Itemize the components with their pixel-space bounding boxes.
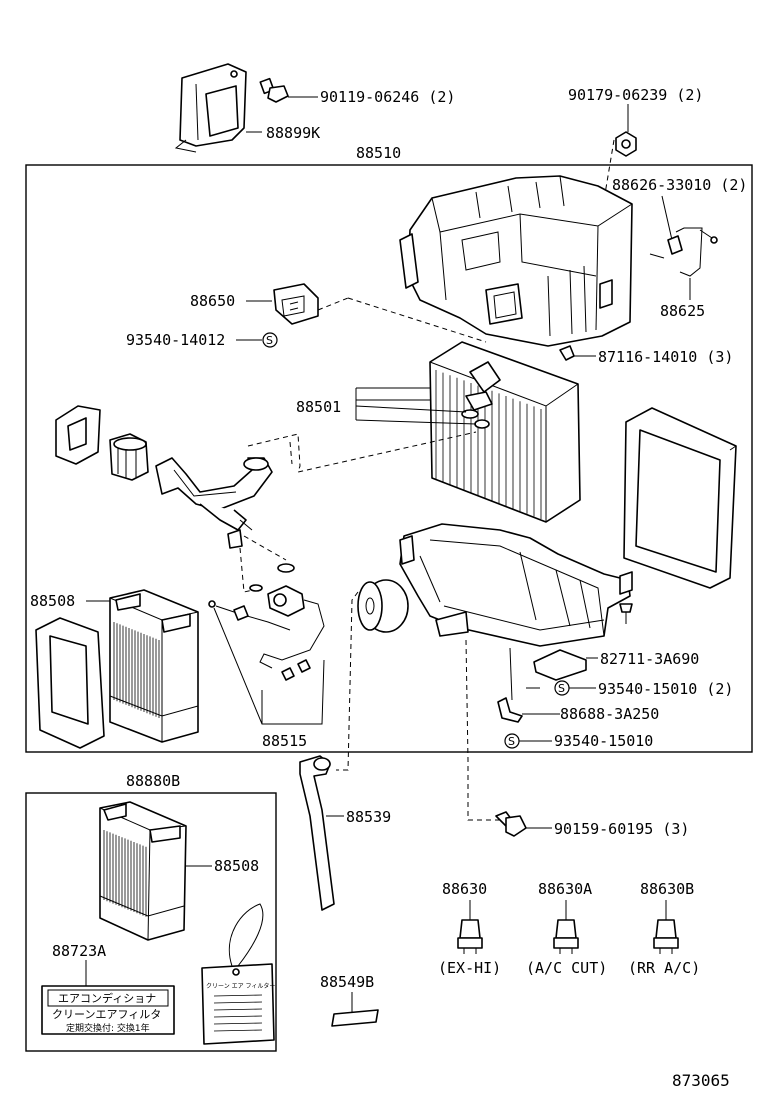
screw-callout-s-15010: S bbox=[508, 735, 515, 748]
expansion-valve-88515-illustration bbox=[208, 585, 325, 681]
filter-set-box bbox=[25, 792, 277, 1052]
seal-pad-illustration bbox=[55, 405, 101, 465]
evaporator-88501-illustration bbox=[429, 341, 581, 523]
part-number-90179: 90179-06239 (2) bbox=[568, 86, 703, 104]
label-card-illustration bbox=[41, 985, 175, 1035]
bracket-88688-illustration bbox=[497, 697, 523, 723]
label-card-line3: 定期交換付: 交換1年 bbox=[66, 1022, 150, 1034]
part-number-88880b: 88880B bbox=[126, 772, 180, 790]
tag-lines-hatch bbox=[213, 1008, 263, 1011]
switch-88630a-illustration bbox=[553, 900, 579, 954]
switch-88630b-illustration bbox=[653, 900, 679, 954]
part-number-88508-a: 88508 bbox=[30, 592, 75, 610]
part-number-88626: 88626-33010 (2) bbox=[612, 176, 747, 194]
switch-88630-note: (EX-HI) bbox=[438, 959, 501, 977]
label-88549b-illustration bbox=[331, 1009, 379, 1027]
part-number-88501: 88501 bbox=[296, 398, 341, 416]
part-number-88899k: 88899K bbox=[266, 124, 320, 142]
tag-lines-hatch bbox=[213, 994, 263, 997]
filter-frame-illustration bbox=[35, 617, 105, 749]
nut-90179-illustration bbox=[615, 131, 637, 157]
sensor-clamp-illustration bbox=[649, 235, 683, 259]
tag-lines-hatch bbox=[213, 1022, 263, 1025]
drain-hose-88539-illustration bbox=[299, 755, 335, 911]
screw-right-illustration bbox=[619, 603, 633, 624]
filter-88508-b-illustration bbox=[99, 801, 187, 941]
part-number-88688: 88688-3A250 bbox=[560, 705, 659, 723]
bolt-90159-illustration bbox=[495, 811, 527, 837]
label-card-line1: エアコンディショナ bbox=[58, 991, 156, 1005]
screw-callout-s-15010-2: S bbox=[558, 682, 565, 695]
part-number-88625: 88625 bbox=[660, 302, 705, 320]
unit-assembly-box bbox=[25, 164, 753, 753]
part-number-88539: 88539 bbox=[346, 808, 391, 826]
label-card-line2: クリーンエアフィルタ bbox=[52, 1008, 161, 1021]
diagram-number: 873065 bbox=[672, 1071, 730, 1090]
bolt-90119-illustration bbox=[259, 77, 318, 103]
tag-lines-hatch bbox=[213, 1015, 263, 1018]
refrigerant-pipe-illustration bbox=[155, 457, 273, 549]
screw-callout-14012 bbox=[262, 332, 278, 348]
part-number-88515: 88515 bbox=[262, 732, 307, 750]
part-number-93540-14012: 93540-14012 bbox=[126, 331, 225, 349]
switch-88630a-note: (A/C CUT) bbox=[526, 959, 607, 977]
part-number-93540-15010: 93540-15010 bbox=[554, 732, 653, 750]
lower-case-illustration bbox=[399, 523, 633, 647]
tag-card-title: クリーン エア フィルター bbox=[206, 982, 275, 990]
sensor-wire-88625-illustration bbox=[675, 227, 718, 277]
part-number-88723a: 88723A bbox=[52, 942, 106, 960]
switch-88630-illustration bbox=[457, 900, 483, 954]
grommet-illustration bbox=[109, 433, 149, 481]
screw-callout-s-14012: S bbox=[266, 334, 273, 347]
upper-case-illustration bbox=[399, 175, 633, 347]
bracket-88899k-illustration bbox=[174, 63, 247, 153]
part-number-90119: 90119-06246 (2) bbox=[320, 88, 455, 106]
part-number-90159: 90159-60195 (3) bbox=[554, 820, 689, 838]
plate-82711-illustration bbox=[533, 649, 587, 681]
part-number-82711: 82711-3A690 bbox=[600, 650, 699, 668]
part-number-87116: 87116-14010 (3) bbox=[598, 348, 733, 366]
clip-87116-illustration bbox=[559, 345, 575, 361]
part-number-93540-15010-2: 93540-15010 (2) bbox=[598, 680, 733, 698]
part-number-88630: 88630 bbox=[442, 880, 487, 898]
relay-88650-illustration bbox=[273, 283, 319, 325]
part-number-88630a: 88630A bbox=[538, 880, 592, 898]
part-number-88510: 88510 bbox=[356, 144, 401, 162]
blower-illustration bbox=[357, 579, 409, 633]
part-number-88650: 88650 bbox=[190, 292, 235, 310]
seal-frame-illustration bbox=[623, 407, 737, 589]
part-number-88549b: 88549B bbox=[320, 973, 374, 991]
part-number-88508-b: 88508 bbox=[214, 857, 259, 875]
o-ring-illustration bbox=[249, 563, 295, 592]
part-number-88630b: 88630B bbox=[640, 880, 694, 898]
tag-lines-hatch bbox=[213, 1029, 263, 1032]
tag-card-illustration bbox=[201, 903, 275, 1045]
filter-88508-a-illustration bbox=[109, 589, 199, 743]
switch-88630b-note: (RR A/C) bbox=[628, 959, 700, 977]
tag-lines-hatch bbox=[213, 1001, 263, 1004]
